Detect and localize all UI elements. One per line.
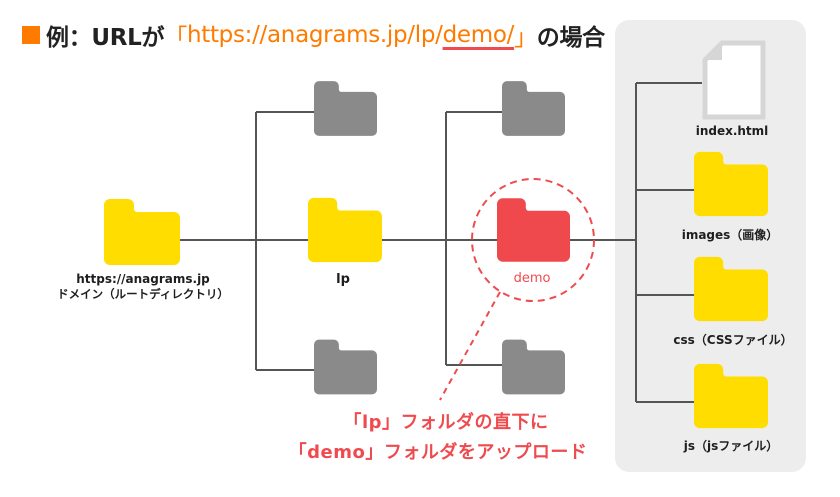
js-folder-label: js（jsファイル） (683, 439, 779, 453)
title-marker-square (22, 26, 40, 44)
demo-folder-label: demo (513, 271, 551, 286)
root-directory-text: ドメイン（ルートディレクトリ） (57, 287, 229, 301)
root-domain-text: https://anagrams.jp (76, 272, 210, 286)
images-folder-icon[interactable] (694, 151, 768, 217)
demo-folder-icon[interactable] (497, 197, 570, 263)
title-url-highlight: demo/ (442, 22, 515, 48)
callout-pointer-line (439, 291, 501, 401)
root-folder-label: https://anagrams.jp ドメイン（ルートディレクトリ） (57, 272, 229, 302)
root-folder-icon[interactable] (104, 199, 180, 265)
lp-sibling-bottom-folder-icon[interactable] (314, 339, 377, 395)
lp-folder-icon[interactable] (308, 197, 382, 263)
annotation-line-1: 「lp」フォルダの直下に (343, 412, 549, 433)
annotation-line-2: 「demo」フォルダをアップロード (288, 442, 588, 463)
title-suffix: の場合 (536, 25, 605, 51)
images-folder-label: images（画像） (681, 228, 779, 242)
title-close-bracket: 」 (514, 25, 537, 51)
demo-sibling-bottom-folder-icon[interactable] (502, 339, 565, 395)
demo-sibling-top-folder-icon[interactable] (502, 80, 565, 137)
js-folder-icon[interactable] (694, 363, 768, 429)
index-html-file-icon[interactable] (702, 40, 766, 120)
title-prefix: 例：URLが (46, 25, 165, 51)
diagram-title: 例：URLが 「 https://anagrams.jp/lp/ demo/ 」… (22, 18, 605, 52)
demo-highlight-circle (471, 178, 595, 302)
lp-folder-label: lp (336, 272, 350, 287)
title-open-bracket: 「 (164, 25, 187, 51)
title-url-base: https://anagrams.jp/lp/ (186, 22, 443, 48)
index-html-label: index.html (695, 124, 769, 138)
css-folder-icon[interactable] (694, 256, 768, 322)
css-folder-label: css（CSSファイル） (673, 333, 793, 347)
lp-sibling-top-folder-icon[interactable] (314, 80, 377, 137)
